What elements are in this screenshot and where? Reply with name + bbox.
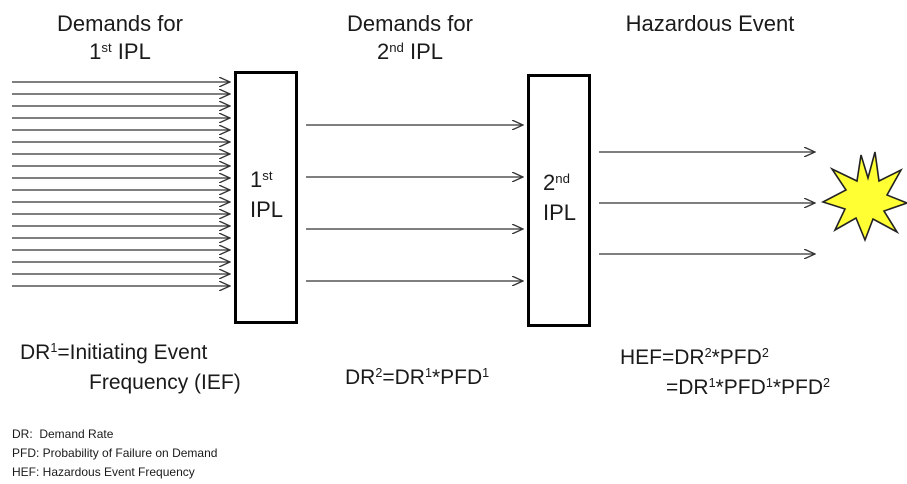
header-demands-first-line1: Demands for	[57, 11, 183, 36]
explosion-icon	[820, 151, 907, 243]
header-demands-second-line2: 2nd IPL	[376, 39, 444, 64]
formula-dr2: DR2=DR1*PFD1	[345, 366, 490, 389]
ipl-second-ordinal: 2nd	[543, 170, 570, 195]
ipl-box-second	[527, 74, 591, 327]
formula-dr1-line1: DR1=Initiating Event	[20, 341, 208, 364]
demand-arrows-second	[306, 125, 523, 281]
formula-hef-line1: HEF=DR2*PFD2	[620, 346, 769, 369]
header-demands-second-line1: Demands for	[347, 11, 473, 36]
ipl-first-text: IPL	[250, 197, 284, 222]
header-hazardous-event: Hazardous Event	[625, 11, 795, 36]
formula-dr1-line2: Frequency (IEF)	[89, 371, 241, 394]
legend-dr: DR: Demand Rate	[12, 427, 114, 441]
ipl-box-first-label: 1st IPL	[250, 165, 283, 225]
formula-hef-line2: =DR1*PFD1*PFD2	[666, 376, 831, 399]
legend-pfd: PFD: Probability of Failure on Demand	[12, 446, 218, 460]
legend: DR: Demand Rate PFD: Probability of Fail…	[12, 425, 312, 482]
header-demands-first-line2: 1st IPL	[89, 39, 151, 64]
formula-hef: HEF=DR2*PFD2 =DR1*PFD1*PFD2	[620, 343, 890, 403]
legend-hef: HEF: Hazardous Event Frequency	[12, 465, 195, 479]
demand-arrows-first	[12, 82, 230, 286]
ipl-box-second-label: 2nd IPL	[543, 168, 576, 228]
header-demands-first-ipl: Demands for 1st IPL	[40, 10, 200, 66]
demand-arrows-hazard	[599, 152, 815, 254]
ipl-first-ordinal: 1st	[250, 167, 273, 192]
ipl-second-text: IPL	[543, 200, 577, 225]
header-demands-second-ipl: Demands for 2nd IPL	[330, 10, 490, 66]
formula-dr1: DR1=Initiating Event Frequency (IEF)	[20, 338, 260, 398]
ipl-box-first	[234, 71, 298, 324]
